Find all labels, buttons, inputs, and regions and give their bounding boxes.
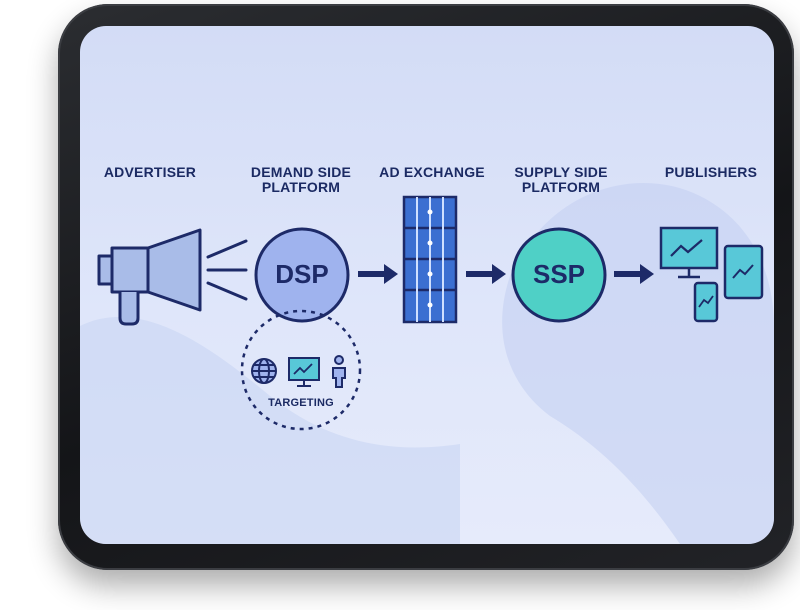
arrow-ssp-to-publishers [614, 264, 654, 284]
ad-exchange-label: AD EXCHANGE [367, 165, 497, 180]
ssp-circle [511, 227, 607, 323]
dsp-label-line2: PLATFORM [261, 179, 341, 195]
ssp-label-line1: SUPPLY SIDE [514, 164, 608, 180]
publishers-label: PUBLISHERS [651, 165, 771, 180]
targeting-label: TARGETING [268, 397, 334, 409]
dsp-circle [254, 227, 350, 323]
advertiser-label-line1: ADVERTISER [103, 164, 197, 180]
targeting-circle [240, 309, 362, 431]
megaphone-icon [97, 228, 248, 326]
ssp-label: SUPPLY SIDE PLATFORM [496, 165, 626, 195]
arrow-dsp-to-exchange [358, 264, 398, 284]
advertiser-label: ADVERTISER [90, 165, 210, 180]
ssp-circle-label: SSP [532, 259, 586, 289]
tablet-device-icon [723, 244, 764, 300]
monitor-icon [288, 357, 320, 387]
ad-exchange-label-line1: AD EXCHANGE [379, 164, 485, 180]
dsp-circle-label: DSP [275, 259, 329, 289]
desktop-monitor-icon [659, 226, 719, 279]
dsp-label: DEMAND SIDE PLATFORM [236, 165, 366, 195]
ssp-label-line2: PLATFORM [521, 179, 601, 195]
ad-exchange-icon [402, 195, 458, 324]
globe-icon [251, 358, 277, 384]
publishers-label-line1: PUBLISHERS [664, 164, 758, 180]
smartphone-icon [693, 281, 719, 323]
dsp-label-line1: DEMAND SIDE [250, 164, 352, 180]
person-icon [332, 355, 346, 388]
arrow-exchange-to-ssp [466, 264, 506, 284]
